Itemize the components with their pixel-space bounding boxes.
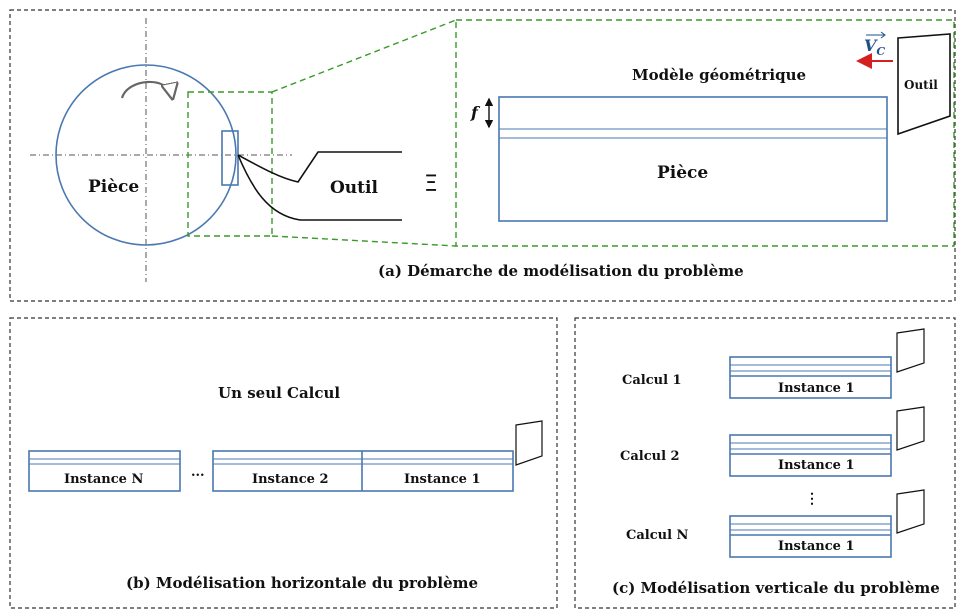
calcul-label: Calcul N — [626, 528, 689, 543]
workpiece-circle — [55, 64, 237, 246]
vertical-ellipsis: ⋮ — [805, 491, 819, 507]
tool-icon — [896, 489, 925, 534]
instance-label: Instance 1 — [778, 458, 855, 473]
model-tool — [897, 33, 951, 136]
panel-c: Calcul 1 Instance 1 Calcul 2 Instance 1 … — [574, 317, 956, 609]
rotation-arrow-icon — [120, 80, 172, 98]
calcul-row-n: Calcul N Instance 1 — [626, 489, 925, 558]
zoom-line-bottom — [271, 235, 457, 247]
panel-a: Pièce Outil Ξ Modèle géométrique Pièce f… — [9, 9, 956, 302]
horizontal-ellipsis: ... — [191, 465, 205, 480]
instance-label: Instance 1 — [404, 472, 481, 487]
calcul-label: Calcul 1 — [622, 373, 682, 388]
instance-label: Instance 2 — [252, 472, 329, 487]
calcul-row-2: Calcul 2 Instance 1 — [620, 406, 925, 477]
velocity-label: VC — [864, 36, 885, 58]
model-title: Modèle géométrique — [632, 66, 806, 84]
cutting-zone — [221, 130, 239, 186]
instance-label: Instance 1 — [778, 539, 855, 554]
tool-label: Outil — [330, 178, 378, 198]
panel-a-caption: (a) Démarche de modélisation du problème — [378, 262, 744, 280]
calcul-label: Calcul 2 — [620, 449, 680, 464]
tool-bottom-edge — [237, 154, 402, 221]
tool-icon — [896, 328, 925, 373]
zoom-box — [187, 91, 273, 237]
instance-label: Instance 1 — [778, 381, 855, 396]
model-piece-label: Pièce — [657, 163, 708, 183]
piece-label: Pièce — [88, 177, 139, 197]
panel-b-title: Un seul Calcul — [218, 384, 340, 402]
model-box — [455, 19, 955, 247]
model-tool-label: Outil — [904, 78, 938, 92]
panel-a-border — [9, 9, 956, 302]
panel-b-border — [9, 317, 558, 609]
tool-icon — [896, 406, 925, 451]
zoom-line-top — [271, 19, 457, 93]
instance-label: Instance N — [64, 472, 143, 487]
tool-top-edge — [237, 151, 402, 183]
equivalence-symbol: Ξ — [424, 172, 438, 197]
velocity-vector-tip — [880, 31, 886, 39]
tool-icon — [515, 420, 543, 466]
calcul-row-1: Calcul 1 Instance 1 — [622, 328, 925, 399]
instance-bar-2-1: Instance 2 Instance 1 — [212, 450, 514, 492]
panel-b-caption: (b) Modélisation horizontale du problème — [126, 574, 478, 592]
panel-c-border — [574, 317, 956, 609]
feed-label: f — [470, 103, 481, 122]
model-piece — [498, 96, 888, 222]
panel-b: Un seul Calcul Instance N ... Instance 2… — [9, 317, 558, 609]
instance-bar-n: Instance N — [28, 450, 181, 492]
panel-c-caption: (c) Modélisation verticale du problème — [612, 579, 940, 597]
